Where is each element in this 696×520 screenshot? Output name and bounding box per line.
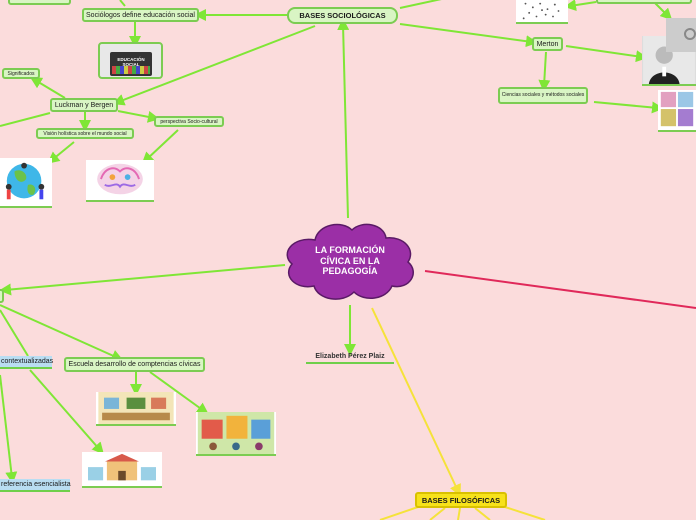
referencia-esencialista-node[interactable]: referencia esencialista <box>0 479 70 492</box>
perspectiva-sociocultural-node[interactable]: perspectiva Socio-cultural <box>154 116 224 127</box>
educacion-social-image: EDUCACIÓN SOCIAL <box>98 42 163 79</box>
market-scene-image <box>196 412 276 456</box>
significados-node[interactable]: Significados <box>2 68 40 79</box>
dotted-pattern-image <box>516 0 568 24</box>
central-topic-cloud[interactable]: LA FORMACIÓN CÍVICA EN LA PEDAGOGÍA <box>280 220 420 302</box>
author-name[interactable]: Elizabeth Pérez Plaiz <box>306 350 394 364</box>
globe-children-image <box>0 158 52 208</box>
classroom-image <box>96 392 176 426</box>
school-building-image <box>82 452 162 488</box>
left-branch-node[interactable] <box>0 289 4 303</box>
top-right-node[interactable] <box>596 0 692 4</box>
central-topic-label: LA FORMACIÓN CÍVICA EN LA PEDAGOGÍA <box>280 220 420 302</box>
vision-holistica-node[interactable]: Visión holística sobre el mundo social <box>36 128 134 139</box>
collage-image <box>658 90 696 132</box>
top-left-node[interactable] <box>8 0 71 5</box>
contextualizadas-node[interactable]: contextualizadas <box>0 356 52 369</box>
luckman-bergen-node[interactable]: Luckman y Bergen <box>50 98 118 112</box>
sociologos-node[interactable]: Sociólogos define educación social <box>82 8 199 22</box>
ciencias-sociales-node[interactable]: Ciencias sociales y métodos sociales <box>498 87 588 104</box>
escuela-competencias-node[interactable]: Escuela desarrollo de comptencias cívica… <box>64 357 205 372</box>
brain-image <box>86 160 154 202</box>
bases-sociologicas-node[interactable]: BASES SOCIOLÓGICAS <box>287 7 398 24</box>
bases-filosoficas-node[interactable]: BASES FILOSÓFICAS <box>415 492 507 508</box>
settings-gear-image <box>666 18 696 52</box>
merton-node[interactable]: Merton <box>532 37 563 51</box>
